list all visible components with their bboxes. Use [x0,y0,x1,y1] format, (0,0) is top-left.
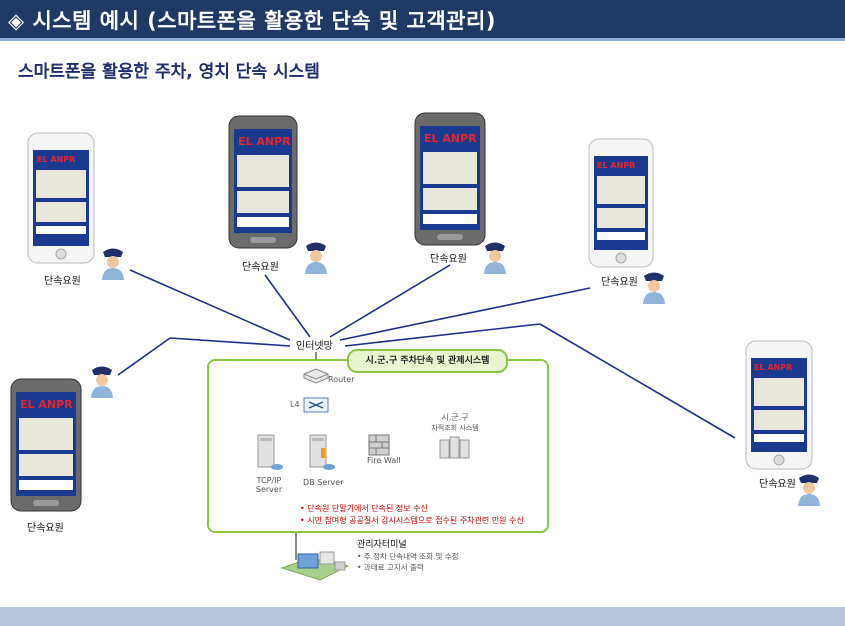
l4-switch-icon [303,397,329,413]
note-2: • 시민 참여형 공공질서 감시시스템으로 접수된 주차관련 민원 수신 [300,516,524,525]
link-officer-6 [539,323,736,439]
firewall-label: Fire Wall [367,456,401,465]
db-server-label: DB Server [303,478,344,487]
link-officer-2 [264,274,311,338]
phone-6: EL ANPR [745,340,813,470]
officer-label-2: 단속요원 [242,262,279,273]
phone-2: EL ANPR [228,115,298,249]
officer-label-4: 단속요원 [601,277,638,288]
link-officer-5b [169,337,291,347]
officer-label-3: 단속요원 [430,254,467,265]
footer-bar [0,607,845,626]
external-system-sub: 차적조회 시스템 [431,424,479,432]
router-label: Router [328,375,355,384]
slide-header: ◈ 시스템 예시 (스마트폰을 활용한 단속 및 고객관리) [0,0,845,41]
police-officer-icon [484,242,506,274]
police-officer-icon [305,242,327,274]
police-officer-icon [643,272,665,304]
l4-label: L4 [290,400,300,409]
db-server-icon [309,434,335,470]
officer-label-6: 단속요원 [759,479,796,490]
admin-terminal-item-2: • 과태료 고지서 출력 [357,563,424,572]
tcp-server-label: TCP/IP Server [255,476,283,494]
app-logo-4: EL ANPR [597,161,635,170]
app-logo-2: EL ANPR [238,135,291,148]
admin-terminal: 관리자터미널 • 주.정차 단속내역 조회 및 수정 • 과태료 고지서 출력 [357,540,459,573]
external-server-icon [439,436,470,459]
app-logo-3: EL ANPR [424,132,477,145]
slide-title: ◈ 시스템 예시 (스마트폰을 활용한 단속 및 고객관리) [8,9,496,33]
admin-terminal-item-1: • 주.정차 단속내역 조회 및 수정 [357,552,459,561]
link-officer-6b [344,323,541,347]
phone-1: EL ANPR [27,132,95,264]
app-logo-1: EL ANPR [37,155,75,164]
link-officer-1 [129,269,291,341]
officer-label-5: 단속요원 [27,523,64,534]
external-system-title: 시.군.구 [441,413,469,422]
app-logo-5: EL ANPR [20,398,73,411]
link-officer-5 [117,337,171,376]
phone-3: EL ANPR [414,112,486,246]
internet-label: 인터넷망 [296,341,333,352]
system-notes: • 단속원 단말기에서 단속된 정보 수신 • 시민 참여형 공공질서 감시시스… [300,503,524,527]
phone-5: EL ANPR [10,378,82,512]
router-icon [303,368,329,384]
admin-terminal-icon [280,551,350,581]
link-officer-3 [329,264,451,338]
phone-4: EL ANPR [588,138,654,268]
police-officer-icon [798,474,820,506]
tcp-server-icon [257,434,283,470]
link-officer-4 [339,287,591,341]
admin-terminal-title: 관리자터미널 [357,540,407,550]
firewall-icon [368,434,390,456]
control-system-title: 시.군.구 주차단속 및 관제시스템 [347,349,508,373]
app-logo-6: EL ANPR [754,363,792,372]
note-1: • 단속원 단말기에서 단속된 정보 수신 [300,504,428,513]
slide-subtitle: 스마트폰을 활용한 주차, 영치 단속 시스템 [18,62,320,82]
officer-label-1: 단속요원 [44,276,81,287]
police-officer-icon [102,248,124,280]
police-officer-icon [91,366,113,398]
